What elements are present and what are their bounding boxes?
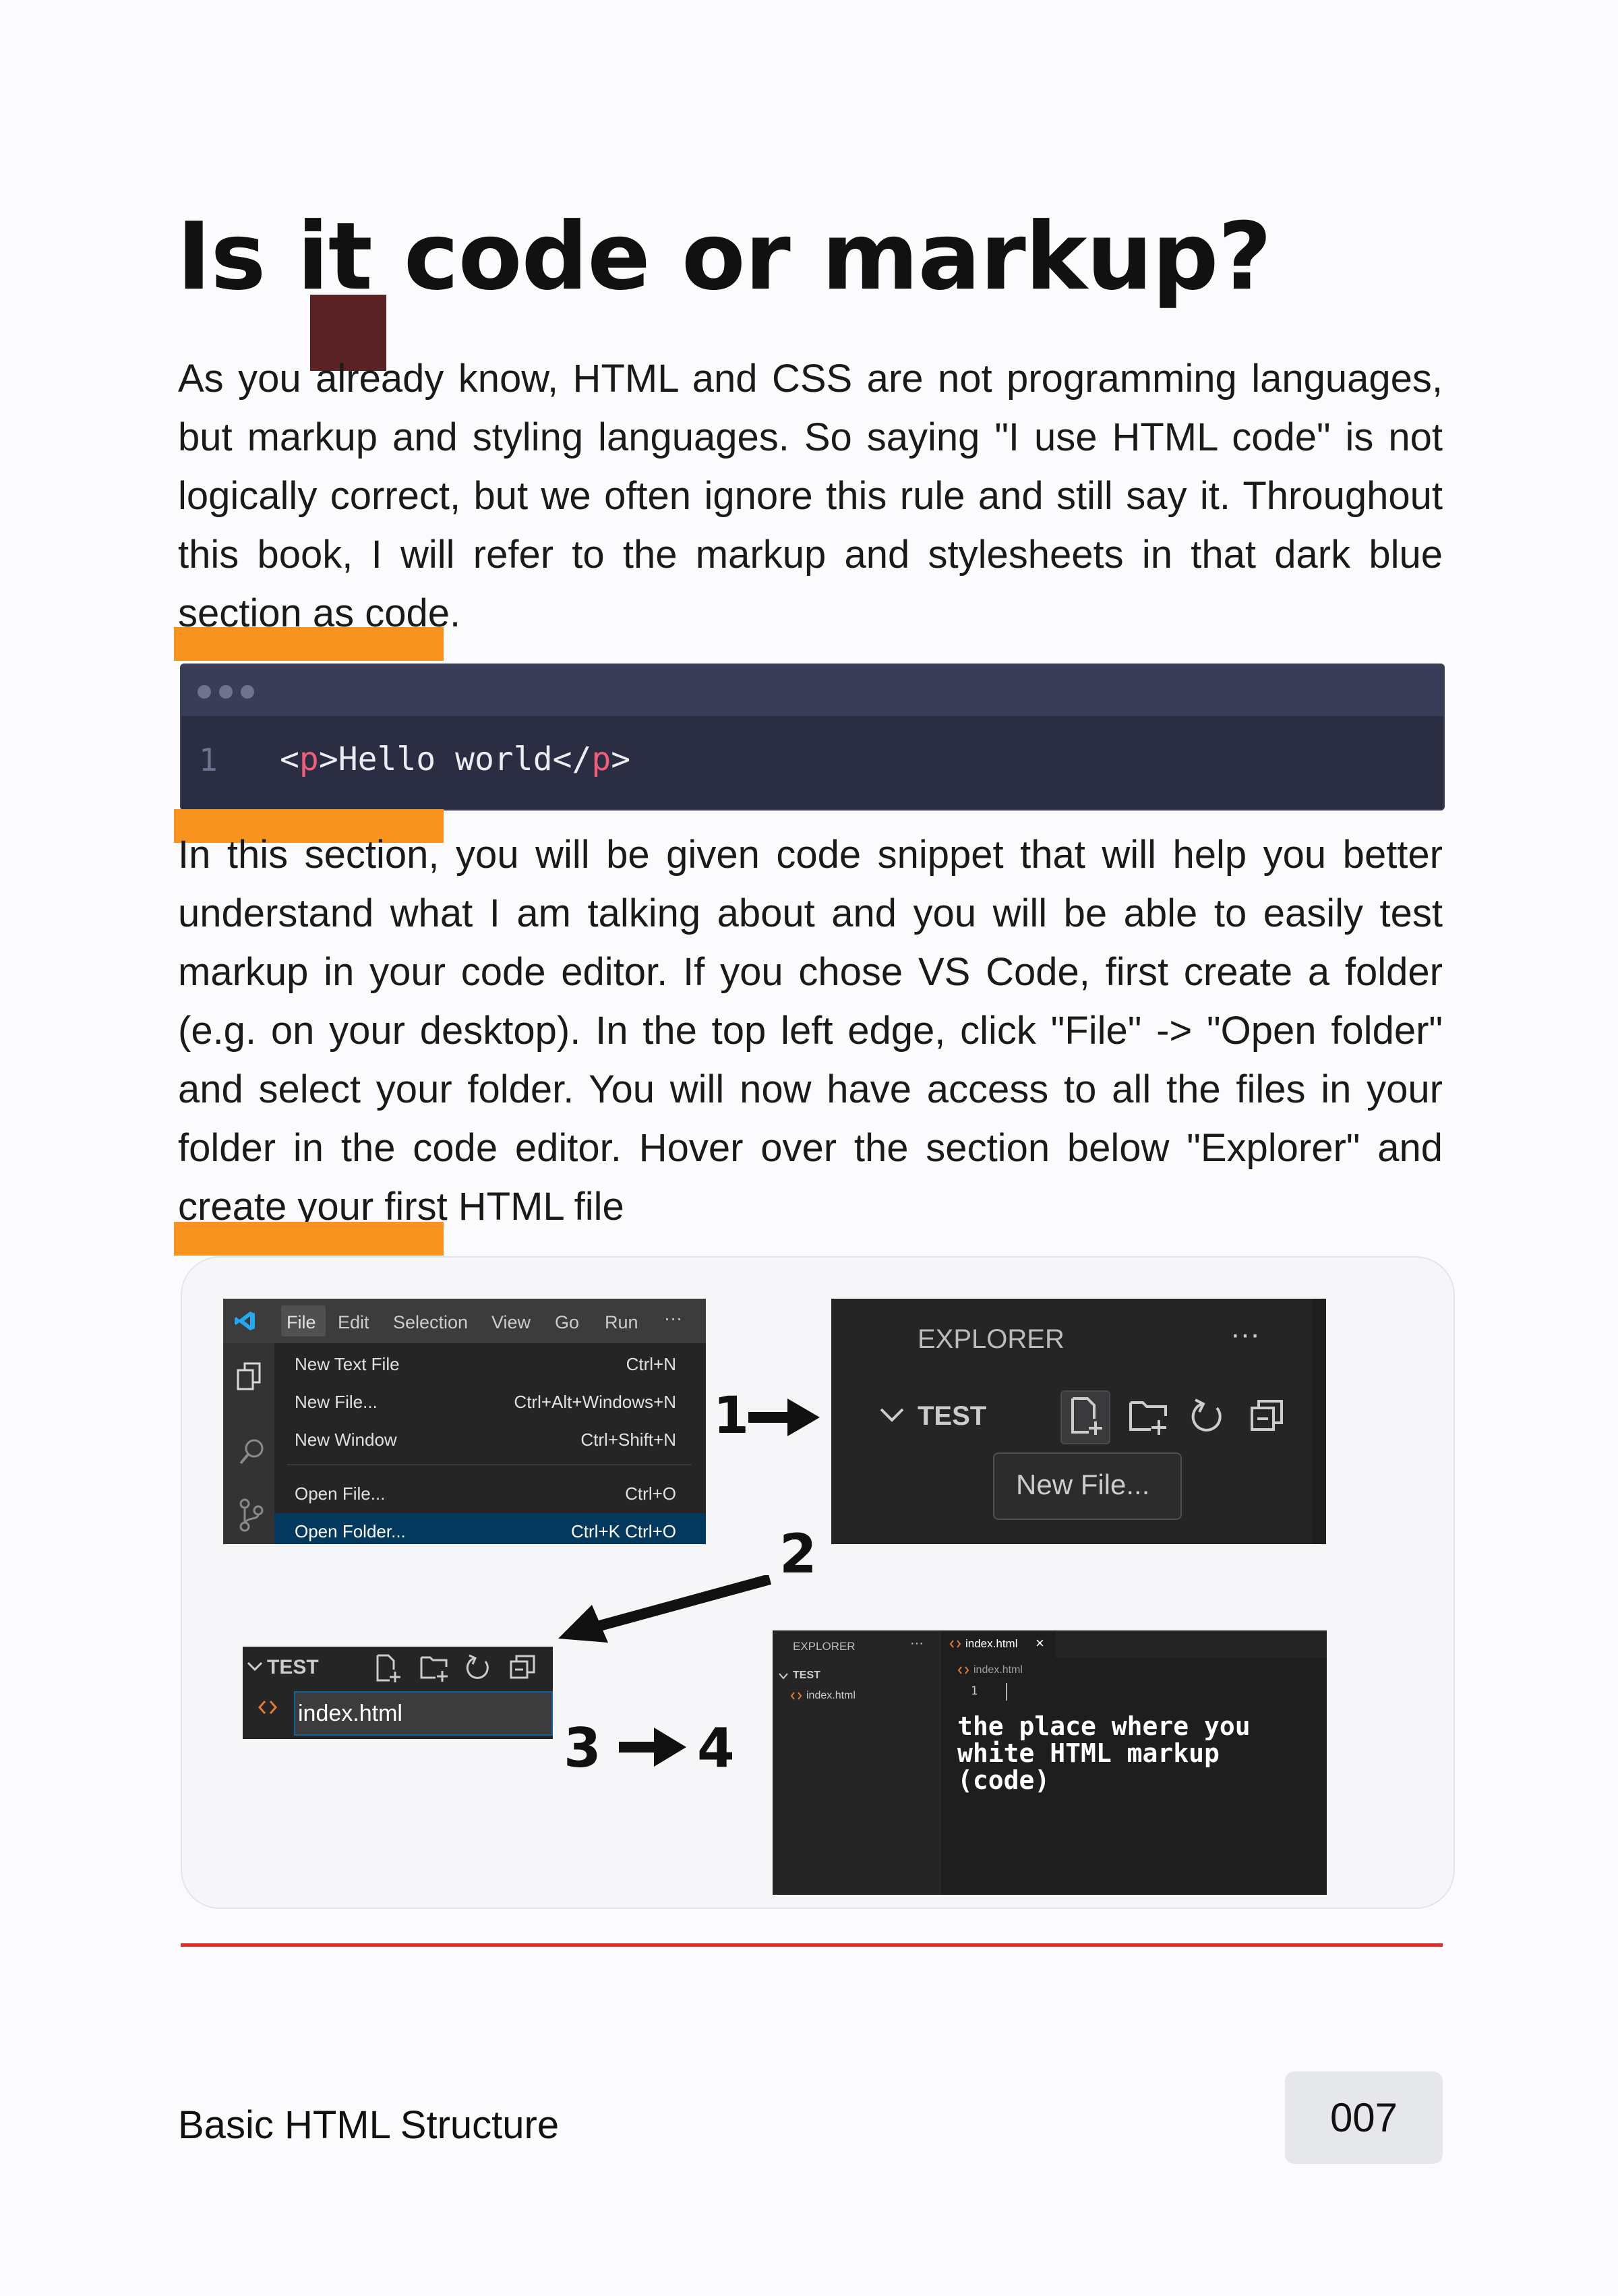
explorer-title: EXPLORER [918,1324,1065,1354]
close-icon[interactable]: × [1036,1635,1044,1651]
chevron-down-icon[interactable] [778,1672,789,1680]
menu-edit[interactable]: Edit [338,1312,369,1332]
menu-bar: File Edit Selection View Go Run ··· [223,1299,706,1343]
explorer-edge [1313,1299,1326,1544]
code-content: >Hello world</ [318,740,592,778]
new-file-screenshot: TEST index.html [243,1647,553,1739]
menu-view[interactable]: View [491,1312,531,1332]
vscode-logo-icon [235,1312,255,1330]
source-control-icon[interactable] [238,1497,265,1533]
tab-label: index.html [965,1637,1018,1650]
html-file-icon [957,1666,969,1674]
arrow-right-icon [619,1728,686,1767]
menu-item-new-file[interactable]: New File... [295,1392,378,1412]
menu-item-open-file[interactable]: Open File... [295,1483,386,1504]
new-folder-icon[interactable] [1128,1397,1171,1436]
code-block: 1 <p>Hello world</p> [180,664,1445,811]
code-window-bar [181,665,1443,716]
folder-name[interactable]: TEST [793,1670,820,1681]
divider-line [181,1943,1443,1947]
new-folder-icon[interactable] [419,1653,450,1683]
menu-item-highlight [274,1513,706,1544]
code-bracket: < [280,740,299,778]
refresh-icon[interactable] [464,1653,492,1682]
code-line: 1 <p>Hello world</p> [181,716,1443,808]
menu-file-highlight [281,1305,326,1336]
more-actions-icon[interactable]: ··· [910,1636,924,1651]
menu-file[interactable]: File [287,1312,316,1332]
footer-section-title: Basic HTML Structure [178,2103,560,2147]
filename-input[interactable]: index.html [294,1691,553,1736]
menu-selection[interactable]: Selection [393,1312,469,1332]
window-dot-icon [241,685,254,699]
editor-note: the place where you white HTML markup (c… [957,1711,1251,1795]
editor-sidebar: EXPLORER ··· TEST index.html [773,1630,941,1895]
files-icon[interactable] [234,1361,265,1392]
explorer-screenshot: EXPLORER ··· TEST New File... [831,1299,1326,1544]
line-number: 1 [971,1684,978,1698]
menu-item-open-folder[interactable]: Open Folder... [295,1521,406,1541]
html-file-icon [258,1701,278,1714]
arrow-right-icon [748,1399,820,1436]
collapse-all-icon[interactable] [508,1653,537,1682]
intro-paragraph: As you already know, HTML and CSS are no… [178,357,1443,635]
tooltip-label: New File... [1016,1469,1150,1500]
editor-screenshot: EXPLORER ··· TEST index.html index.html … [773,1630,1327,1895]
folder-name[interactable]: TEST [918,1401,987,1431]
html-file-icon [949,1640,961,1648]
code-bracket: > [611,740,631,778]
folder-name[interactable]: TEST [267,1656,319,1678]
menu-more[interactable]: ··· [664,1308,682,1328]
step-number: 2 [779,1523,817,1585]
activity-bar [223,1343,274,1544]
body-paragraph: In this section, you will be given code … [178,833,1443,1229]
shortcut-label: Ctrl+N [626,1354,676,1374]
shortcut-label: Ctrl+O [625,1483,676,1504]
new-file-icon[interactable] [375,1653,402,1683]
step-number: 1 [713,1385,749,1445]
menu-run[interactable]: Run [605,1312,638,1332]
new-file-icon[interactable] [1069,1396,1106,1436]
arrow-down-left-icon [558,1575,772,1643]
html-file-icon [790,1692,802,1700]
shortcut-label: Ctrl+Alt+Windows+N [514,1392,676,1412]
file-menu-dropdown: New Text File Ctrl+N New File... Ctrl+Al… [274,1343,706,1544]
step-number: 4 [697,1717,735,1779]
tooltip: New File... [993,1452,1182,1520]
filename-input-value: index.html [298,1701,402,1726]
menu-item-new-text-file[interactable]: New Text File [295,1354,400,1374]
line-number: 1 [199,742,218,778]
highlight-bar [174,627,444,661]
page-title: Is it code or markup? [177,202,1272,311]
breadcrumb[interactable]: index.html [973,1664,1023,1676]
tab-bar: index.html × [941,1630,1327,1657]
tab-index-html[interactable]: index.html × [941,1630,1056,1657]
highlight-bar [174,1222,444,1256]
step-number: 3 [564,1717,601,1779]
refresh-icon[interactable] [1187,1397,1226,1436]
code-tag: p [591,740,611,778]
search-icon[interactable] [238,1438,265,1467]
highlight-bar [174,809,444,843]
menu-item-new-window[interactable]: New Window [295,1430,397,1450]
menu-go[interactable]: Go [555,1312,580,1332]
page-number: 007 [1285,2071,1443,2164]
window-dot-icon [198,685,211,699]
more-actions-icon[interactable]: ··· [1230,1318,1260,1351]
code-tag: p [299,740,319,778]
decorative-square [310,295,386,371]
shortcut-label: Ctrl+K Ctrl+O [570,1521,676,1541]
code-text: <p>Hello world</p> [280,740,630,778]
file-menu-screenshot: File Edit Selection View Go Run ··· New … [223,1299,706,1544]
shortcut-label: Ctrl+Shift+N [580,1430,676,1450]
collapse-all-icon[interactable] [1248,1397,1287,1436]
text-cursor [1006,1683,1007,1701]
chevron-down-icon[interactable] [247,1661,263,1672]
chevron-down-icon[interactable] [878,1407,905,1424]
window-dot-icon [219,685,233,699]
explorer-title: EXPLORER [793,1640,856,1653]
file-item[interactable]: index.html [806,1690,856,1701]
